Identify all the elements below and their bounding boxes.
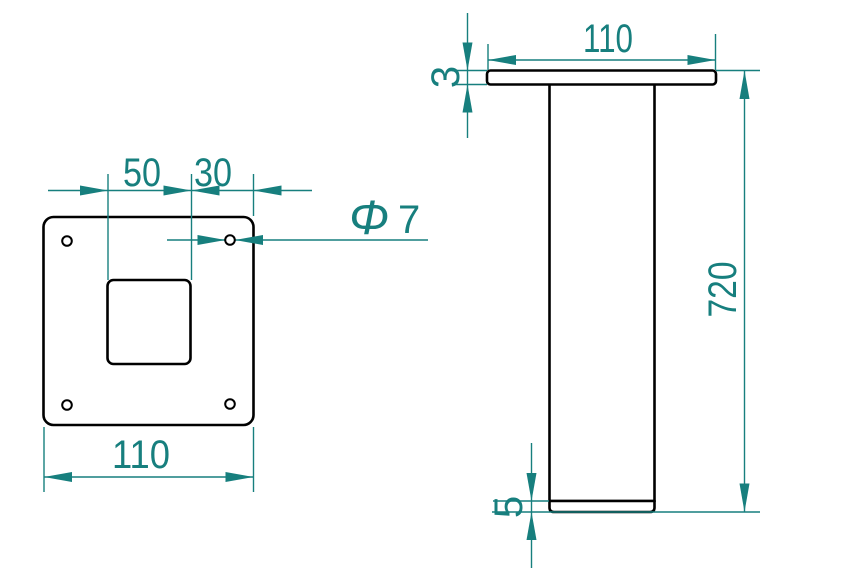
plate-holes [61, 234, 236, 411]
top-view-dimensions: 50 30 Φ 7 110 [43, 151, 428, 492]
dim-arrowhead [163, 185, 192, 196]
screw-hole [61, 399, 73, 411]
dim-arrowhead [197, 235, 226, 245]
dim-arrowhead [739, 483, 750, 512]
leg-side-view [485, 69, 718, 514]
dim-label-hole-diameter: Φ 7 [349, 192, 420, 245]
dim-label-plate-width: 110 [112, 433, 170, 477]
dim-arrowhead [80, 185, 108, 196]
dim-label-hole-span-30: 30 [194, 151, 232, 195]
dim-arrowhead [488, 55, 516, 65]
dim-arrowhead [739, 70, 750, 99]
dim-arrowhead [253, 185, 282, 196]
screw-hole [61, 235, 73, 247]
plate-top-view [42, 215, 255, 427]
screw-hole [224, 234, 236, 246]
dim-label-hole-span-50: 50 [123, 151, 161, 195]
diameter-value: 7 [398, 198, 420, 242]
dim-arrowhead [462, 42, 473, 71]
dim-label-thickness: 3 [424, 66, 468, 88]
leg-socket-square [106, 278, 192, 366]
dim-label-foot-height: 5 [487, 496, 531, 518]
dim-arrowhead [225, 472, 254, 482]
dim-arrowhead [687, 55, 716, 65]
adjustable-foot [548, 499, 656, 514]
dim-label-leg-height: 720 [701, 262, 745, 318]
dim-arrowhead [44, 472, 72, 482]
dim-arrowhead [235, 235, 263, 245]
screw-hole [224, 398, 236, 410]
dim-arrowhead [462, 84, 473, 113]
dim-label-side-width: 110 [583, 17, 633, 61]
dim-arrowhead [526, 473, 537, 501]
side-view-dimensions: 110 3 720 5 [424, 13, 760, 568]
dim-arrowhead [191, 185, 220, 196]
dim-arrowhead [526, 512, 537, 540]
diameter-symbol: Φ [349, 192, 389, 245]
plate-side-profile [485, 69, 718, 86]
